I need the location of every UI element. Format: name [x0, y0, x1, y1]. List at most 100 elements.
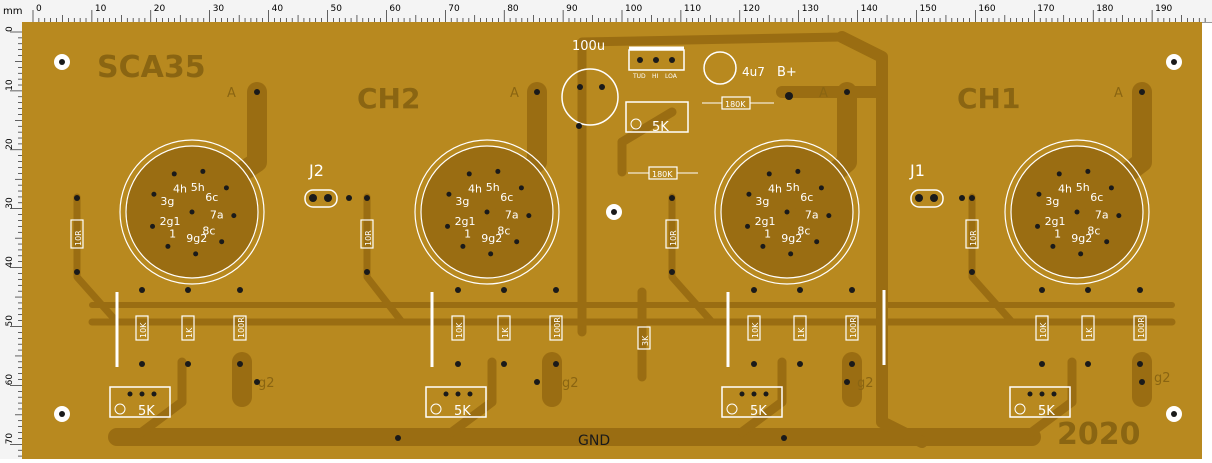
jumper-wires — [115, 290, 886, 367]
j1-connector[interactable] — [910, 189, 944, 208]
tube-pin-label: 2g1 — [1045, 215, 1066, 228]
res-lower-label: 10K — [751, 322, 760, 338]
tube-pin-label: 4h — [768, 182, 782, 195]
res-lower-label: 100R — [553, 317, 562, 338]
tube-pin-label: 3g — [455, 195, 469, 208]
tube-pin-label: 1 — [1054, 227, 1061, 240]
pot-5k-label: 5K — [1038, 404, 1055, 419]
top-ruler-label: 90 — [566, 4, 578, 14]
j2-label: J2 — [308, 161, 324, 180]
res-lower — [451, 315, 465, 341]
tube-pin-label: 1 — [169, 227, 176, 240]
top-ruler-label: 60 — [389, 4, 401, 14]
switch-body[interactable] — [628, 49, 685, 71]
res-lower — [549, 315, 563, 341]
res-3k — [637, 326, 651, 350]
tube-socket-inner — [125, 145, 259, 279]
g2-label-3: g2 — [857, 376, 874, 391]
pot-5k-label: 5K — [138, 404, 155, 419]
top-ruler-label: 0 — [36, 4, 42, 14]
tube-pin-label: 6c — [205, 191, 218, 204]
res-10r — [665, 219, 679, 249]
top-ruler-label: 190 — [1155, 4, 1172, 14]
mid-input-trace — [363, 193, 406, 326]
tube-pin-label: 2g1 — [455, 215, 476, 228]
tube-pin-label: 2g1 — [755, 215, 776, 228]
g2-label-1: g2 — [258, 376, 275, 391]
res-lower — [497, 315, 511, 341]
res-10r — [360, 219, 374, 249]
res-lower-label: 10K — [1039, 322, 1048, 338]
res-180k-b-label: 180K — [652, 170, 673, 179]
bplus-top-trace — [836, 31, 888, 98]
res-10r-label: 10R — [969, 230, 978, 246]
res-lower-label: 100R — [849, 317, 858, 338]
pot-5k[interactable] — [1009, 386, 1071, 418]
left-ruler-label: 60 — [5, 374, 15, 386]
capacitors: 100u 4u7 — [561, 39, 765, 126]
top-ruler-label: 150 — [920, 4, 937, 14]
res-lower-label: 1K — [501, 327, 510, 338]
left-ruler-label: 40 — [5, 256, 15, 268]
top-ruler-label: 170 — [1037, 4, 1054, 14]
tube-pin-label: 1 — [464, 227, 471, 240]
connectors — [304, 189, 944, 208]
pot-5k-centre-label: 5K — [652, 120, 669, 135]
left-ruler-label: 20 — [5, 138, 15, 150]
pot-5k-label: 5K — [750, 404, 767, 419]
j2-connector[interactable] — [304, 189, 338, 208]
cap-4u7 — [703, 51, 737, 85]
tube-pin-label: 3g — [1045, 195, 1059, 208]
tube-socket-inner — [1010, 145, 1144, 279]
top-ruler-label: 70 — [448, 4, 460, 14]
upper-centre-trace — [617, 107, 677, 177]
ch1-label: CH1 — [957, 82, 1020, 115]
top-ruler-label: 160 — [978, 4, 995, 14]
res-lower — [1133, 315, 1147, 341]
tube-pin-label: 9g2 — [186, 232, 207, 245]
top-loop-trace — [577, 32, 847, 127]
left-ruler-label: 30 — [5, 197, 15, 209]
g2-label-4: g2 — [1154, 371, 1171, 386]
res-lower-label: 10K — [139, 322, 148, 338]
tube-pin-label: 4h — [1058, 182, 1072, 195]
bplus-trace — [776, 86, 928, 448]
tube-pin-label: 3g — [755, 195, 769, 208]
res-10r-label: 10R — [74, 230, 83, 246]
res-lower — [1081, 315, 1095, 341]
centre-resistors: 180K 180K 3K 5K — [625, 96, 774, 350]
tube-pin-label: 7a — [505, 208, 519, 221]
pot-5k[interactable] — [109, 386, 171, 418]
top-ruler-label: 30 — [213, 4, 225, 14]
tube-pin-label: 7a — [210, 208, 224, 221]
range-switch: TUD HI LOA — [628, 46, 685, 80]
pot-5k-label: 5K — [454, 404, 471, 419]
left-ruler-label: 50 — [5, 315, 15, 327]
switch-pos-2: HI — [652, 73, 659, 80]
res-lower — [793, 315, 807, 341]
j1-label: J1 — [909, 161, 925, 180]
pot-5k[interactable] — [425, 386, 487, 418]
tube-socket-inner — [720, 145, 854, 279]
top-ruler-label: 10 — [95, 4, 107, 14]
ch2-label: CH2 — [357, 82, 420, 115]
g2-label-2: g2 — [562, 376, 579, 391]
tube-pin-label: 3g — [160, 195, 174, 208]
pot-5k-centre[interactable] — [625, 101, 689, 133]
pot-5k[interactable] — [721, 386, 783, 418]
board-title: SCA35 — [97, 50, 206, 85]
top-ruler-label: 120 — [743, 4, 760, 14]
tube-pin-label: 5h — [486, 181, 500, 194]
res-lower-label: 1K — [185, 327, 194, 338]
silk-labels: GND J2 J1 B+ — [308, 65, 925, 449]
tube-socket-inner — [420, 145, 554, 279]
cap-100u-label: 100u — [572, 39, 605, 54]
res-lower — [181, 315, 195, 341]
top-ruler-label: 20 — [154, 4, 166, 14]
tube-pin-label: 4h — [173, 182, 187, 195]
mid2-input-trace — [668, 193, 716, 326]
top-ruler-label: 140 — [861, 4, 878, 14]
